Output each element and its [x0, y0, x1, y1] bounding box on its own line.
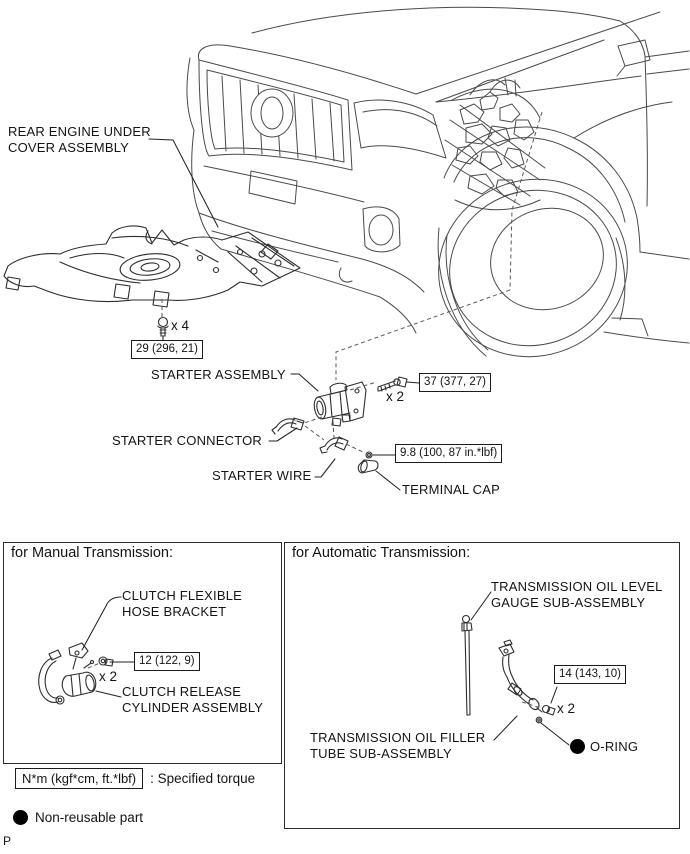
starter-connector-label: STARTER CONNECTOR: [112, 433, 263, 448]
torque-legend-caption: : Specified torque: [150, 771, 256, 786]
rear-under-cover-label: REAR ENGINE UNDER COVER ASSEMBLY: [8, 124, 151, 155]
clutch-hose-bracket-label: CLUTCH FLEXIBLE HOSE BRACKET: [122, 588, 243, 619]
starter-bolt-qty: x 2: [386, 389, 405, 404]
auto-panel-title: for Automatic Transmission:: [292, 545, 471, 561]
automatic-transmission-panel: for Automatic Transmission:: [284, 542, 680, 829]
nonreusable-legend: Non-reusable part: [13, 810, 143, 825]
nonreusable-legend-label: Non-reusable part: [35, 810, 144, 825]
starter-wire-label: STARTER WIRE: [212, 468, 312, 483]
manual-transmission-panel: for Manual Transmission:: [3, 542, 282, 764]
terminal-cap-label: TERMINAL CAP: [402, 482, 500, 497]
torque-legend: N*m (kgf*cm, ft.*lbf) : Specified torque: [15, 768, 255, 789]
page-footer-letter: P: [3, 834, 12, 848]
manual-bolt-torque-spec: 12 (122, 9): [134, 652, 200, 671]
auto-bolt-torque-spec: 14 (143, 10): [554, 665, 627, 684]
oring-label: O-RING: [590, 739, 639, 754]
torque-unit-box: N*m (kgf*cm, ft.*lbf): [15, 768, 144, 789]
auto-bolt-qty: x 2: [557, 701, 576, 716]
nonreusable-dot-icon: [570, 739, 585, 754]
oil-filler-tube-label: TRANSMISSION OIL FILLER TUBE SUB-ASSEMBL…: [310, 730, 486, 761]
clutch-release-cylinder-label: CLUTCH RELEASE CYLINDER ASSEMBLY: [122, 684, 264, 715]
starter-drawing: [157, 316, 408, 474]
manual-bolt-qty: x 2: [99, 669, 118, 684]
starter-bolt-torque-spec: 37 (377, 27): [419, 373, 492, 392]
manual-parts-drawing: [38, 642, 114, 705]
assembly-relation-dashed-lines: [87, 111, 543, 709]
leader-lines: [81, 138, 570, 746]
oil-level-gauge-label: TRANSMISSION OIL LEVEL GAUGE SUB-ASSEMBL…: [491, 579, 663, 610]
under-cover-bolt-qty: x 4: [171, 318, 190, 333]
terminal-nut-torque-spec: 9.8 (100, 87 in.*lbf): [395, 444, 503, 463]
under-cover-torque-spec: 29 (296, 21): [131, 340, 204, 359]
manual-panel-title: for Manual Transmission:: [11, 545, 173, 561]
auto-parts-drawing: [461, 614, 556, 724]
starter-assembly-label: STARTER ASSEMBLY: [151, 367, 286, 382]
vehicle-line-art: [186, 6, 690, 358]
nonreusable-dot-icon: [13, 810, 28, 825]
under-cover-drawing: [3, 225, 301, 308]
